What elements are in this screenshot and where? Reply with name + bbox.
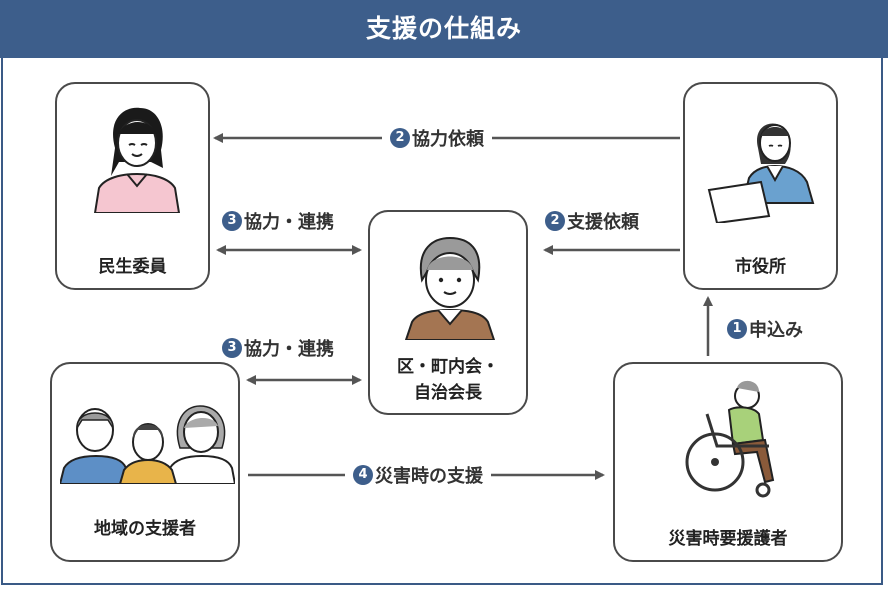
office-worker-icon	[707, 123, 815, 223]
edge-text: 協力・連携	[244, 339, 334, 360]
woman-icon	[93, 107, 181, 213]
node-label-line1: 区・町内会・	[397, 357, 499, 377]
supporters-group-icon	[60, 405, 235, 484]
badge-4: 4	[353, 465, 373, 485]
node-label-line2: 自治会長	[414, 383, 482, 403]
edge-text: 協力・連携	[244, 212, 334, 233]
badge-2: 2	[390, 128, 410, 148]
node-chonaikai: 区・町内会・ 自治会長	[368, 210, 528, 415]
badge-3: 3	[222, 211, 242, 231]
diagram-title: 支援の仕組み	[365, 14, 522, 43]
node-chiiki-shiensha: 地域の支援者	[50, 362, 240, 562]
badge-1: 1	[727, 319, 747, 339]
elderly-man-icon	[404, 236, 496, 340]
badge-2: 2	[545, 211, 565, 231]
node-label: 地域の支援者	[94, 519, 196, 539]
edge-text: 協力依頼	[412, 129, 484, 150]
badge-3: 3	[222, 338, 242, 358]
edge-text: 申込み	[749, 320, 803, 341]
node-label: 民生委員	[98, 257, 167, 277]
edge-text: 災害時の支援	[375, 466, 483, 487]
wheelchair-user-icon	[685, 380, 775, 498]
header-bar: 支援の仕組み	[0, 0, 888, 58]
node-label: 災害時要援護者	[668, 529, 788, 549]
edge-text: 支援依頼	[567, 212, 639, 233]
node-minsei-iin: 民生委員	[55, 82, 210, 290]
node-label: 市役所	[735, 257, 786, 277]
node-shiyakusho: 市役所	[683, 82, 838, 290]
node-yoengosha: 災害時要援護者	[613, 362, 843, 562]
